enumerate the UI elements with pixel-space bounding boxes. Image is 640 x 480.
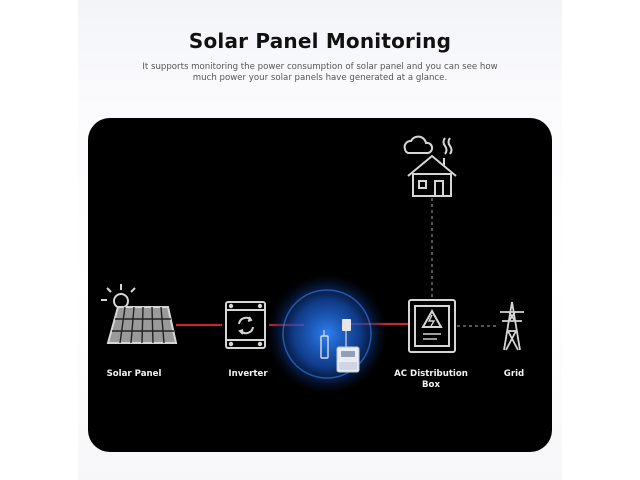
label-solar-panel: Solar Panel [106,369,162,379]
ac-distribution-box-icon [408,299,456,353]
label-ac-line-2: Box [422,380,440,390]
grid-tower-icon [500,301,524,351]
solar-panel-icon [101,284,178,344]
diagram-svg [101,135,524,394]
page-title: Solar Panel Monitoring [188,29,452,53]
inverter-icon [225,301,266,349]
house-icon [403,135,457,197]
diagram-panel: Solar Panel Inverter AC Distribution Box… [88,118,552,452]
label-inverter: Inverter [228,369,268,379]
subtitle-line-2: much power your solar panels have genera… [192,73,448,83]
label-grid: Grid [503,369,525,379]
page-subtitle: It supports monitoring the power consump… [0,62,640,84]
label-ac-distribution-box: AC Distribution Box [386,369,476,391]
meter-icon [320,319,360,373]
subtitle-line-1: It supports monitoring the power consump… [142,62,498,72]
meter-glow-ring [282,289,372,379]
dashed-lines [431,198,496,327]
smart-meter-device [267,274,387,394]
label-ac-line-1: AC Distribution [394,369,468,379]
